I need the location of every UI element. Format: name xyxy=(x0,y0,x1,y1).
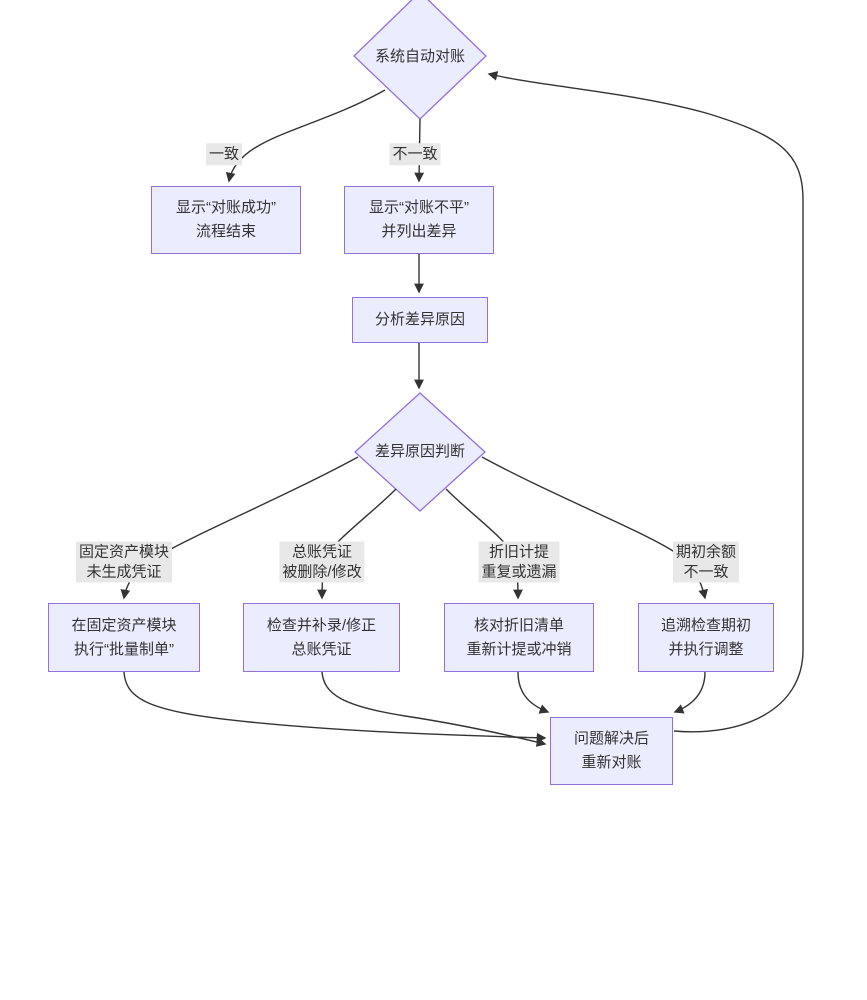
node-show-unbalanced-line1: 显示“对账不平” xyxy=(369,199,469,216)
node-gl-voucher-fix: 检查并补录/修正 总账凭证 xyxy=(243,603,400,672)
edge-label-cause-gl-voucher-line1: 总账凭证 xyxy=(291,543,353,561)
node-analyze-diff: 分析差异原因 xyxy=(352,297,488,343)
node-depreciation-fix-line1: 核对折旧清单 xyxy=(473,616,564,634)
edge-reconcile-to-success xyxy=(225,89,386,183)
edge-label-cause-opening-balance-line1: 期初余额 xyxy=(675,543,737,561)
diamond-judge-cause-shape xyxy=(354,392,486,512)
node-judge-cause-label: 差异原因判断 xyxy=(374,443,465,460)
node-depreciation-fix-line2: 重新计提或冲销 xyxy=(466,640,572,658)
node-auto-reconcile-label: 系统自动对账 xyxy=(374,48,465,65)
edge-label-cause-fixed-asset-line1: 固定资产模块 xyxy=(78,543,170,561)
edge-fixed-asset-to-retry xyxy=(123,671,547,743)
edge-retry-to-reconcile-loop xyxy=(487,71,804,733)
node-show-unbalanced: 显示“对账不平” 并列出差异 xyxy=(344,186,494,254)
node-fixed-asset-fix-line1: 在固定资产模块 xyxy=(71,616,177,634)
node-retry-reconcile-line2: 重新对账 xyxy=(581,754,642,771)
node-retry-reconcile-line1: 问题解决后 xyxy=(573,730,649,747)
edge-label-cause-opening-balance-line2: 不一致 xyxy=(683,563,729,580)
node-opening-balance-fix-line1: 追溯检查期初 xyxy=(660,616,751,634)
node-show-success-line2: 流程结束 xyxy=(195,223,256,240)
edge-label-cause-fixed-asset-line2: 未生成凭证 xyxy=(86,563,162,580)
edge-label-cause-depreciation-line2: 重复或遗漏 xyxy=(481,563,557,580)
node-gl-voucher-fix-line2: 总账凭证 xyxy=(291,640,352,658)
node-show-unbalanced-line2: 并列出差异 xyxy=(381,223,457,240)
edge-label-inconsistent-text: 不一致 xyxy=(392,145,438,163)
node-depreciation-fix: 核对折旧清单 重新计提或冲销 xyxy=(444,603,594,672)
edge-label-cause-fixed-asset: 固定资产模块 未生成凭证 xyxy=(75,541,173,583)
node-show-success: 显示“对账成功” 流程结束 xyxy=(151,186,301,254)
node-opening-balance-fix-line2: 并执行调整 xyxy=(668,640,744,658)
edge-label-consistent: 一致 xyxy=(205,143,243,165)
edge-label-cause-opening-balance: 期初余额 不一致 xyxy=(672,541,740,583)
node-fixed-asset-fix-line2: 执行“批量制单” xyxy=(74,640,174,658)
node-gl-voucher-fix-line1: 检查并补录/修正 xyxy=(266,616,377,634)
edge-label-consistent-text: 一致 xyxy=(208,145,240,163)
node-show-success-line1: 显示“对账成功” xyxy=(176,199,276,216)
edge-label-inconsistent: 不一致 xyxy=(389,143,441,165)
edge-depreciation-to-retry xyxy=(517,671,550,714)
edge-label-cause-depreciation-line1: 折旧计提 xyxy=(488,543,550,561)
node-analyze-diff-label: 分析差异原因 xyxy=(374,311,465,328)
edge-label-cause-depreciation: 折旧计提 重复或遗漏 xyxy=(478,541,560,583)
node-auto-reconcile: 系统自动对账 xyxy=(345,47,495,67)
edge-opening-balance-to-retry xyxy=(673,671,706,714)
node-judge-cause: 差异原因判断 xyxy=(345,442,495,462)
node-opening-balance-fix: 追溯检查期初 并执行调整 xyxy=(638,603,774,672)
node-retry-reconcile: 问题解决后 重新对账 xyxy=(550,717,673,785)
node-fixed-asset-fix: 在固定资产模块 执行“批量制单” xyxy=(48,603,200,672)
edge-label-cause-gl-voucher-line2: 被删除/修改 xyxy=(282,563,362,580)
edge-label-cause-gl-voucher: 总账凭证 被删除/修改 xyxy=(279,541,365,583)
edge-gl-voucher-to-retry xyxy=(321,671,547,747)
